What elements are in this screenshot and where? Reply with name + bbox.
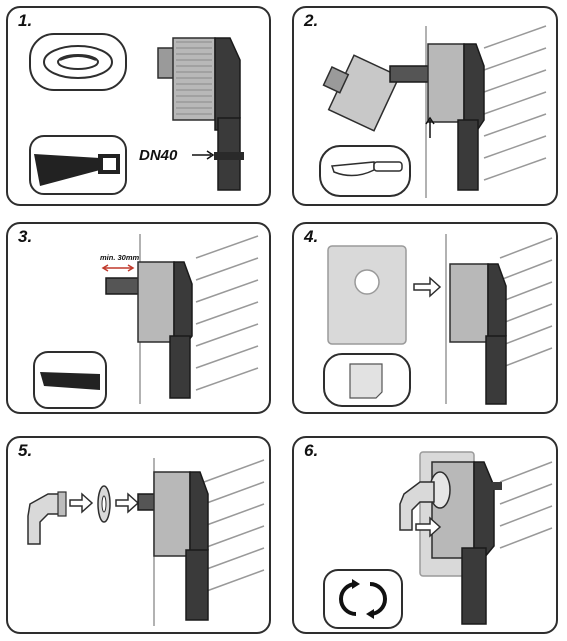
elbow-connector-icon	[399, 471, 451, 531]
min-distance-label: min. 30mm	[100, 253, 140, 262]
step-4-panel: 4.	[292, 222, 558, 414]
arrow-right-icon	[69, 492, 94, 514]
step-3-illustration: min. 30mm	[33, 234, 259, 409]
arrow-right-icon	[192, 150, 215, 160]
measure-arrow	[101, 264, 135, 272]
seal-ring-icon	[97, 485, 111, 523]
removed-cap	[322, 54, 401, 132]
step-6-panel: 6.	[292, 436, 558, 634]
step-6-illustration	[323, 451, 553, 629]
step-number: 1.	[18, 11, 33, 30]
elbow-connector-icon	[27, 491, 67, 545]
arrow-right-icon	[413, 276, 442, 298]
step-1-panel: 1. DN40	[6, 6, 271, 206]
saw-icon	[29, 135, 127, 195]
arrow-right-icon	[115, 492, 140, 514]
step-number: 6.	[304, 441, 319, 460]
square-sheet-icon	[323, 353, 411, 407]
step-1-illustration: DN40	[29, 33, 244, 195]
siphon-body	[137, 471, 209, 621]
step-number: 3.	[18, 227, 33, 246]
step-number: 5.	[18, 441, 33, 460]
step-number: 4.	[304, 227, 319, 246]
siphon-body	[431, 461, 502, 625]
step-4-illustration	[323, 234, 553, 407]
siphon-body	[105, 261, 193, 399]
wall-hatch	[425, 25, 547, 198]
step-2-illustration	[319, 25, 547, 198]
step-5-panel: 5.	[6, 436, 271, 634]
arrow-up-icon	[425, 116, 435, 138]
rotate-arrows-icon	[323, 569, 403, 629]
pipe-size-label: DN40	[139, 147, 178, 164]
siphon-body	[449, 263, 507, 405]
step-5-illustration	[27, 458, 265, 626]
step-2-panel: 2.	[292, 6, 558, 206]
siphon-body	[389, 43, 485, 191]
gasket-icon	[29, 33, 127, 91]
knife-icon	[319, 145, 411, 197]
tile-edge-icon	[33, 351, 107, 409]
wall-hatch	[499, 461, 553, 549]
arrow-right-icon	[415, 516, 442, 538]
wall-hatch	[445, 234, 553, 404]
cover-plate	[327, 245, 407, 345]
step-3-panel: 3. min. 30mm	[6, 222, 271, 414]
siphon-body	[157, 37, 244, 191]
step-number: 2.	[304, 11, 319, 30]
